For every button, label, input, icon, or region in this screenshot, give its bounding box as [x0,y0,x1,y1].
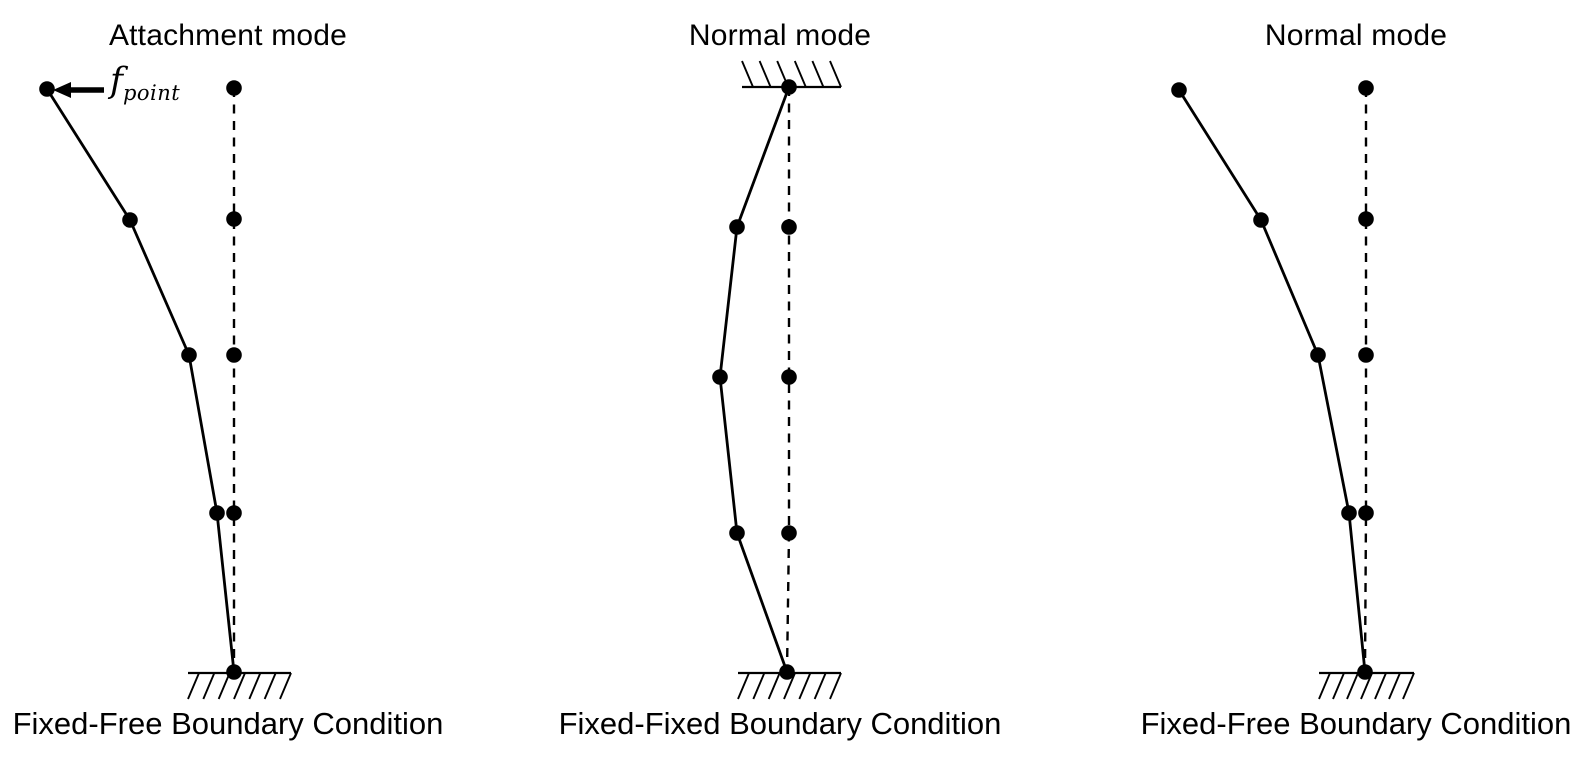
hatch-stroke [829,672,842,700]
hatch-stroke [798,672,812,700]
mode-shape-line [45,87,236,674]
node-dot [1310,347,1326,363]
node-dot [226,505,242,521]
node-dot [1358,347,1374,363]
hatch-stroke [187,672,200,700]
mode-shape-line [718,85,791,674]
hatch-stroke [202,672,216,700]
hatch-stroke [1332,672,1345,700]
hatch-stroke [1388,672,1401,700]
node-dot [181,347,197,363]
node-dot [729,525,745,541]
node-dot [1171,82,1187,98]
hatch-stroke [279,672,292,700]
node-dot [122,212,138,228]
node-dot [781,219,797,235]
node-dot [1358,211,1374,227]
node-dot [781,369,797,385]
node-dot [226,80,242,96]
undeformed-axis-line [1363,88,1368,673]
node-dot [1357,664,1373,680]
point-force-label: fpoint [110,64,180,104]
node-dot [712,369,728,385]
hatch-stroke [217,672,231,700]
node-dot [1358,80,1374,96]
node-dot [226,664,242,680]
hatch-stroke [758,60,772,88]
hatch-stroke [248,672,262,700]
node-dot [1341,505,1357,521]
hatch-stroke [829,60,842,88]
hatch-stroke [1402,672,1415,700]
hatch-stroke [263,672,277,700]
node-dot [226,211,242,227]
hatch-stroke [767,672,781,700]
node-dot [781,525,797,541]
mode-shape-line [1177,88,1367,674]
node-dot [1358,505,1374,521]
force-arrow-head [53,82,71,98]
hatch-stroke [233,672,246,700]
hatch-stroke [1318,672,1331,700]
hatch-stroke [1346,672,1359,700]
hatch-stroke [737,672,750,700]
force-symbol: f [110,61,123,101]
node-dot [226,347,242,363]
hatch-stroke [752,672,766,700]
node-dot [779,664,795,680]
node-dot [209,505,225,521]
hatch-stroke [741,60,754,88]
hatch-stroke [783,672,796,700]
hatch-stroke [813,672,827,700]
node-dot [1253,212,1269,228]
node-dot [39,81,55,97]
node-dot [729,219,745,235]
hatch-stroke [793,60,807,88]
force-subscript: point [122,81,181,105]
hatch-stroke [1374,672,1387,700]
node-dot [781,79,797,95]
hatch-stroke [811,60,825,88]
